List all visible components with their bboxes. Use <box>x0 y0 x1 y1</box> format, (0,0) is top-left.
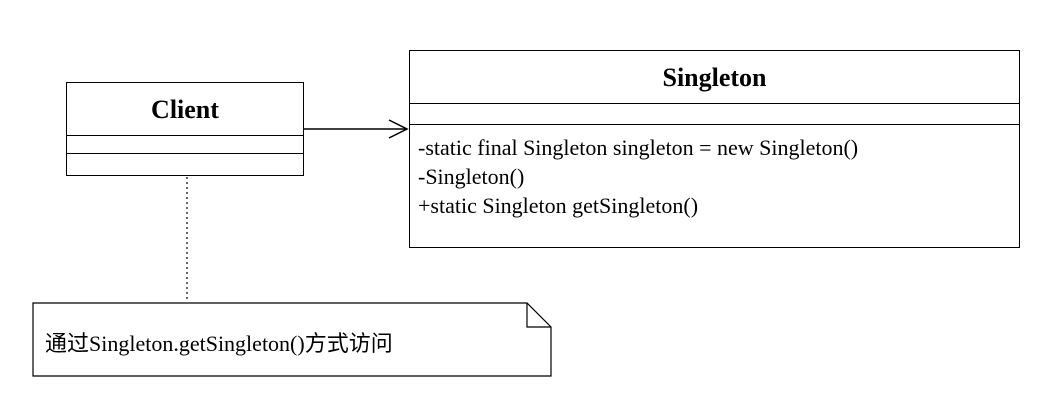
note-fold <box>526 303 551 328</box>
singleton-member-getter: +static Singleton getSingleton() <box>418 193 699 218</box>
class-client-operations <box>67 153 303 175</box>
singleton-member-field: -static final Singleton singleton = new … <box>418 135 859 160</box>
singleton-member-constructor: -Singleton() <box>418 164 525 189</box>
class-client-name: Client <box>151 95 219 124</box>
class-singleton: Singleton -static final Singleton single… <box>409 50 1020 248</box>
arrowhead <box>388 119 409 139</box>
note-text: 通过Singleton.getSingleton()方式访问 <box>45 331 393 356</box>
class-client: Client <box>66 82 304 176</box>
note-box <box>32 302 552 377</box>
class-client-attributes <box>67 135 303 153</box>
class-singleton-name: Singleton <box>662 63 767 92</box>
class-singleton-attributes <box>410 103 1019 124</box>
class-singleton-operations: -static final Singleton singleton = new … <box>410 124 1019 247</box>
